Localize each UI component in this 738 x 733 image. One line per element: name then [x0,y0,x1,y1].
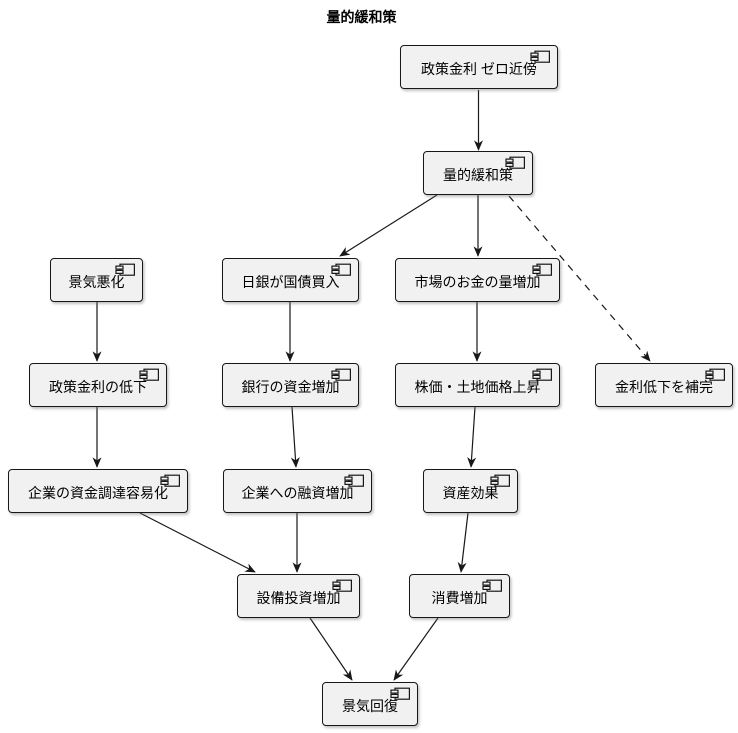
node-label: 日銀が国債買入 [241,274,340,290]
component-icon [332,579,352,592]
node-label: 政策金利の低下 [49,379,147,395]
component-icon [390,687,410,700]
node-label: 市場のお金の量増加 [414,274,541,290]
edge-asset-effect-to-consumption-increase [457,512,469,573]
node-quantitative-easing: 量的緩和策 [423,151,533,195]
component-icon [344,474,364,487]
component-icon [505,156,525,169]
node-label: 株価・土地価格上昇 [414,379,541,395]
node-label: 消費増加 [431,590,488,606]
node-label: 量的緩和策 [443,167,513,183]
component-icon [532,368,552,381]
edge-capital-investment-increase-to-economic-recovery [309,617,353,681]
node-label: 資産効果 [442,485,499,501]
node-asset-effect: 資産効果 [423,469,518,513]
node-corporate-financing-ease: 企業の資金調達容易化 [8,469,188,513]
node-label: 企業への融資増加 [241,485,354,501]
component-icon [532,263,552,276]
node-economic-downturn: 景気悪化 [50,258,143,302]
node-economic-recovery: 景気回復 [322,682,418,726]
component-icon [482,579,502,592]
node-stock-land-price-rise: 株価・土地価格上昇 [395,363,560,407]
node-capital-investment-increase: 設備投資増加 [237,574,360,618]
node-label: 銀行の資金増加 [241,379,340,395]
edge-consumption-increase-to-economic-recovery [393,617,439,681]
edge-quantitative-easing-to-rate-decline-complement [508,195,651,362]
node-label: 設備投資増加 [256,590,341,606]
component-icon [160,474,180,487]
node-rate-decline-complement: 金利低下を補完 [595,363,733,407]
node-market-money-increase: 市場のお金の量増加 [395,258,560,302]
node-label: 企業の資金調達容易化 [28,485,168,501]
node-policy-rate-near-zero: 政策金利 ゼロ近傍 [400,45,558,89]
node-bank-funds-increase: 銀行の資金増加 [222,363,359,407]
edge-corporate-financing-ease-to-capital-investment-increase [139,512,256,573]
node-label: 景気回復 [342,698,398,714]
node-label: 景気悪化 [68,274,125,290]
node-corporate-lending-increase: 企業への融資増加 [223,469,372,513]
node-boj-bond-purchase: 日銀が国債買入 [222,258,359,302]
component-icon [331,368,351,381]
edge-bank-funds-increase-to-corporate-lending-increase [290,406,300,468]
node-consumption-increase: 消費増加 [409,574,510,618]
component-icon [139,368,159,381]
diagram-title: 量的緩和策 [326,9,397,25]
component-icon [705,368,725,381]
node-policy-rate-decline: 政策金利の低下 [29,363,167,407]
component-icon [115,263,135,276]
component-icon [530,50,550,63]
node-label: 金利低下を補完 [615,379,713,395]
node-label: 政策金利 ゼロ近傍 [421,61,537,77]
component-icon [331,263,351,276]
component-icon [490,474,510,487]
edge-stock-land-price-rise-to-asset-effect [467,406,477,468]
edge-quantitative-easing-to-boj-bond-purchase [339,194,438,257]
